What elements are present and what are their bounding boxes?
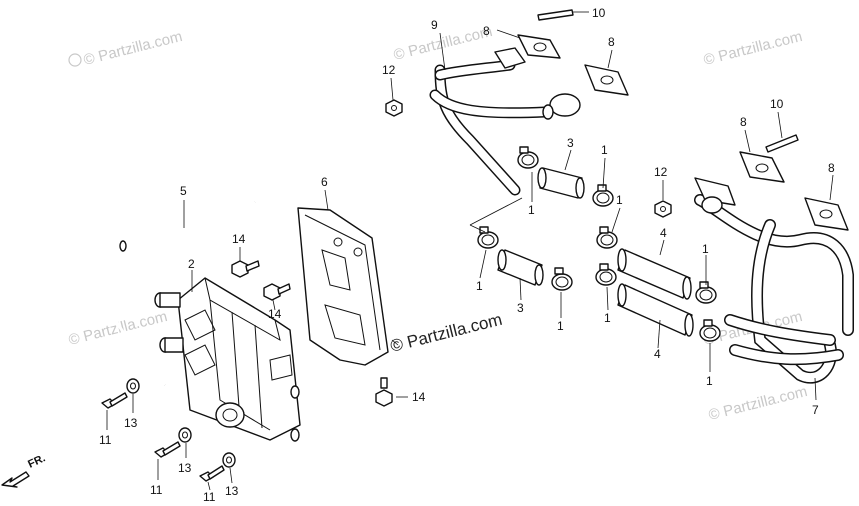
- callout-10-a: 10: [592, 6, 606, 20]
- watermark-text: © Partzilla.com: [702, 28, 804, 69]
- callout-1-h: 1: [706, 374, 713, 388]
- callout-13-a: 13: [124, 416, 138, 430]
- callout-1-e: 1: [616, 193, 623, 207]
- clamp-part-1-e: [551, 267, 573, 291]
- callout-6: 6: [321, 175, 328, 189]
- callout-11-a: 11: [99, 433, 112, 447]
- callouts: 5 2 6 9 8 8 10 12 3 1 1 1 3 1 1 1 12 4 1…: [99, 6, 835, 504]
- callout-8-c: 8: [740, 115, 747, 129]
- callout-14-a: 14: [232, 232, 246, 246]
- callout-1-f: 1: [604, 311, 611, 325]
- callout-10-b: 10: [770, 97, 784, 111]
- clamp-part-1-a: [517, 146, 539, 169]
- callout-11-b: 11: [150, 483, 163, 497]
- watermark-top-right: © Partzilla.com: [702, 28, 804, 69]
- callout-13-c: 13: [225, 484, 239, 498]
- pipe-part-7: [694, 177, 854, 384]
- plate-part-6: [297, 207, 389, 366]
- callout-14-b: 14: [268, 307, 282, 321]
- front-direction-indicator: FR.: [1, 452, 47, 488]
- callout-1-c: 1: [476, 279, 483, 293]
- hose-part-3-a: [537, 167, 585, 199]
- callout-1-d: 1: [557, 319, 564, 333]
- bolt-part-14-a: [231, 260, 260, 278]
- gasket-part-8-b: [584, 64, 629, 96]
- watermark-mid-left: © Partzilla.com: [67, 308, 169, 349]
- callout-5: 5: [180, 184, 187, 198]
- pipe-part-9: [429, 47, 581, 196]
- hose-part-4-a: [617, 248, 692, 300]
- hose-part-5: [101, 200, 256, 387]
- callout-3-b: 3: [517, 301, 524, 315]
- callout-1-g: 1: [702, 242, 709, 256]
- washer-part-13-b: [178, 427, 192, 443]
- nut-part-12-b: [654, 200, 672, 218]
- washer-part-13-a: [126, 378, 140, 394]
- watermark-center: © Partzilla.com: [388, 310, 504, 356]
- washer-part-13-c: [222, 452, 236, 468]
- callout-1-a: 1: [601, 143, 608, 157]
- watermark-text: © Partzilla.com: [707, 383, 809, 424]
- nut-part-12-a: [385, 99, 403, 117]
- callout-9: 9: [431, 18, 438, 32]
- clamp-part-1-f: [595, 263, 617, 286]
- callout-8-b: 8: [608, 35, 615, 49]
- stud-part-10-a: [537, 9, 574, 21]
- callout-12-a: 12: [382, 63, 396, 77]
- callout-13-b: 13: [178, 461, 192, 475]
- front-label: FR.: [26, 452, 47, 470]
- clamp-part-1-b: [592, 184, 614, 207]
- clamp-part-1-d: [596, 226, 618, 249]
- watermark-text: © Partzilla.com: [67, 308, 169, 349]
- callout-7: 7: [812, 403, 819, 417]
- gasket-part-8-d: [804, 197, 849, 231]
- bolt-part-14-c: [375, 377, 393, 407]
- callout-2: 2: [188, 257, 195, 271]
- callout-3-a: 3: [567, 136, 574, 150]
- clamp-part-1-g: [695, 281, 717, 304]
- front-arrow-icon: [1, 471, 30, 488]
- callout-4-b: 4: [654, 347, 661, 361]
- hose-part-3-b: [497, 249, 544, 286]
- callout-8-d: 8: [828, 161, 835, 175]
- gasket-part-8-a: [517, 34, 561, 59]
- screw-part-11-a: [101, 392, 128, 409]
- clamp-part-1-h: [699, 319, 721, 342]
- gasket-part-8-c: [739, 151, 785, 183]
- watermark-top-left: © Partzilla.com: [68, 28, 184, 69]
- watermark-text: © Partzilla.com: [388, 310, 504, 356]
- screw-part-11-b: [154, 441, 181, 458]
- callout-1-b: 1: [528, 203, 535, 217]
- leader-lines: [106, 11, 834, 491]
- stud-part-10-b: [765, 134, 799, 153]
- clamp-part-1-c: [477, 226, 499, 249]
- bolt-part-14-b: [263, 283, 291, 301]
- callout-11-c: 11: [203, 490, 216, 504]
- watermark-bottom-right: © Partzilla.com: [707, 383, 809, 424]
- valve-body-part-2: [154, 277, 301, 442]
- watermark-text: © Partzilla.com: [82, 28, 184, 69]
- callout-4-a: 4: [660, 226, 667, 240]
- callout-12-b: 12: [654, 165, 668, 179]
- screw-part-11-c: [199, 465, 225, 482]
- callout-14-c: 14: [412, 390, 426, 404]
- hose-part-4-b: [617, 283, 694, 337]
- callout-8-a: 8: [483, 24, 490, 38]
